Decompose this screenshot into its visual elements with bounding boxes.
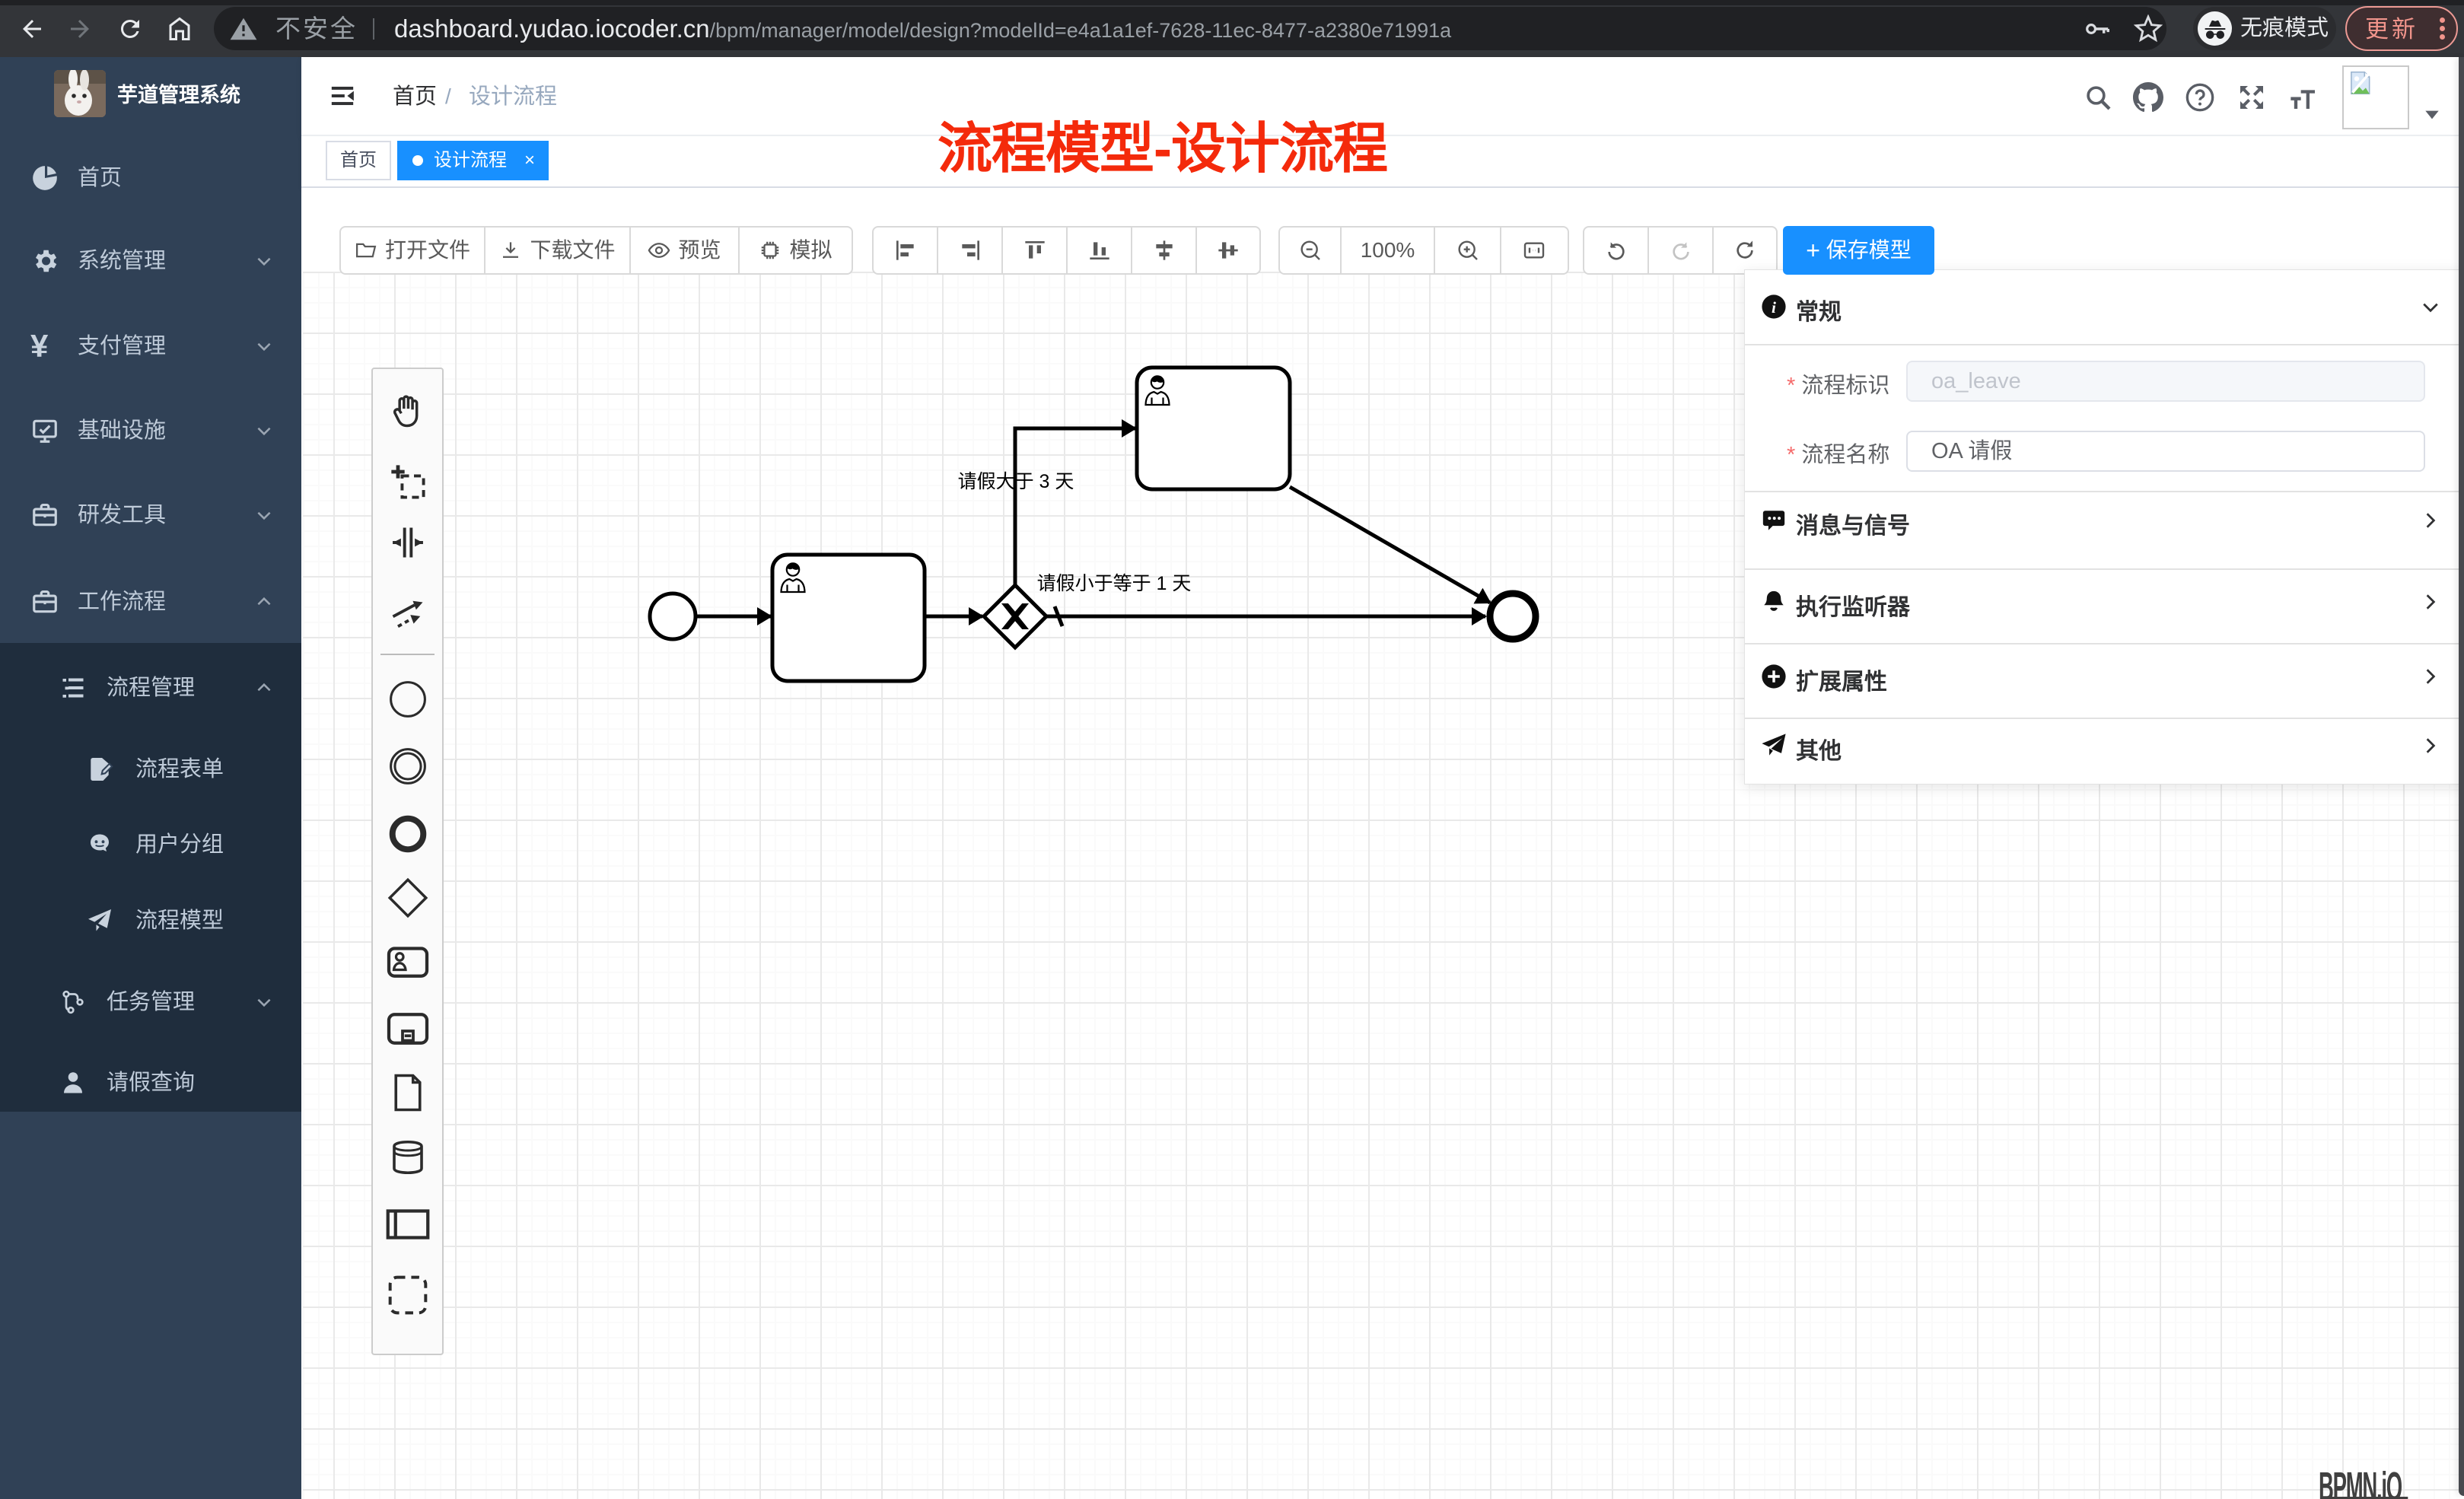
svg-text:请假小于等于 1 天: 请假小于等于 1 天: [1037, 573, 1192, 594]
svg-text:i: i: [1772, 298, 1776, 317]
